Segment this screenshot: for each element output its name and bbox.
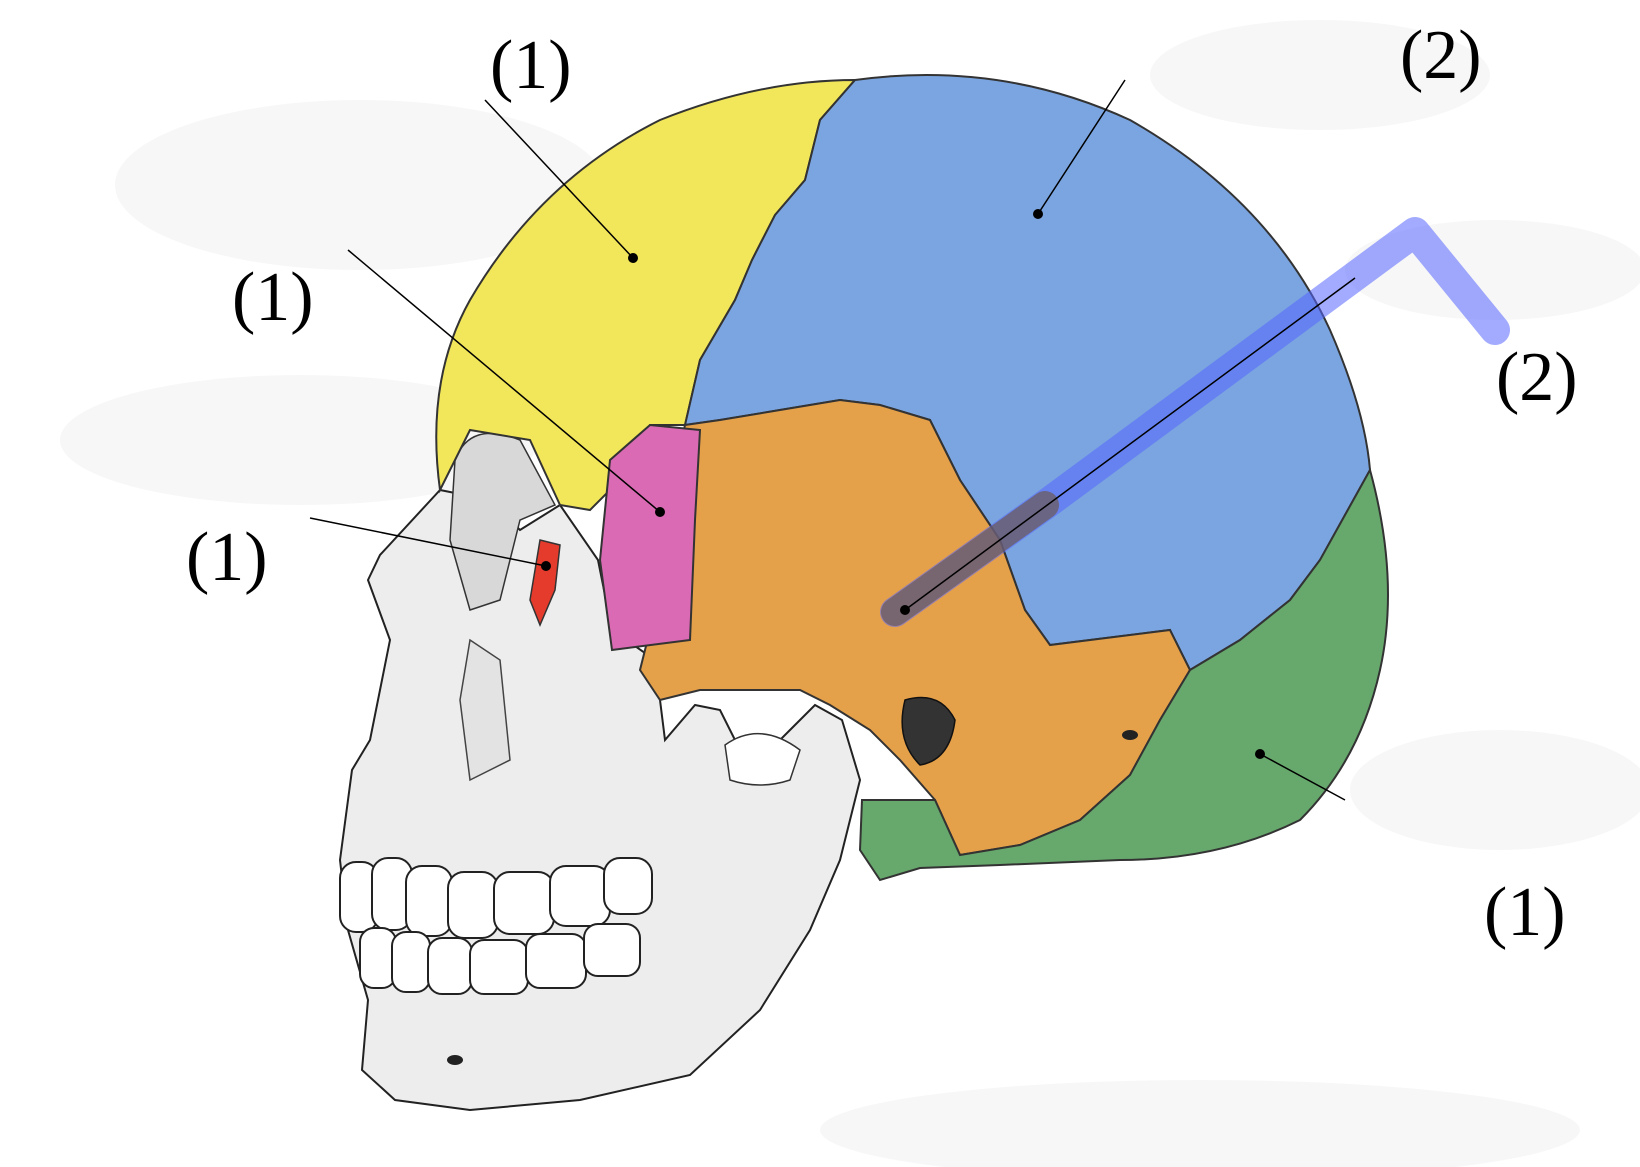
lacrimal-bone [529, 539, 561, 627]
label-sphenoid: (1) [232, 259, 314, 336]
sphenoid-bone [598, 423, 702, 652]
jaw-notch [724, 733, 801, 786]
label-temporal: (2) [1496, 339, 1578, 416]
label-frontal: (1) [490, 27, 572, 104]
leader-lines [309, 79, 1356, 801]
occipital-bone [858, 467, 1389, 882]
lower-teeth [359, 923, 641, 995]
leader-dots [541, 209, 1265, 759]
highlight-stroke-dark [881, 491, 1059, 626]
label-occipital: (1) [1484, 874, 1566, 951]
mastoid-foramen [1122, 730, 1138, 740]
label-parietal: (2) [1400, 17, 1482, 94]
facial-skeleton [338, 432, 862, 1112]
nasal-cavity [459, 638, 511, 782]
mental-foramen [447, 1055, 463, 1065]
upper-teeth [339, 857, 653, 939]
ear-canal [901, 696, 956, 766]
label-lacrimal: (1) [186, 519, 268, 596]
